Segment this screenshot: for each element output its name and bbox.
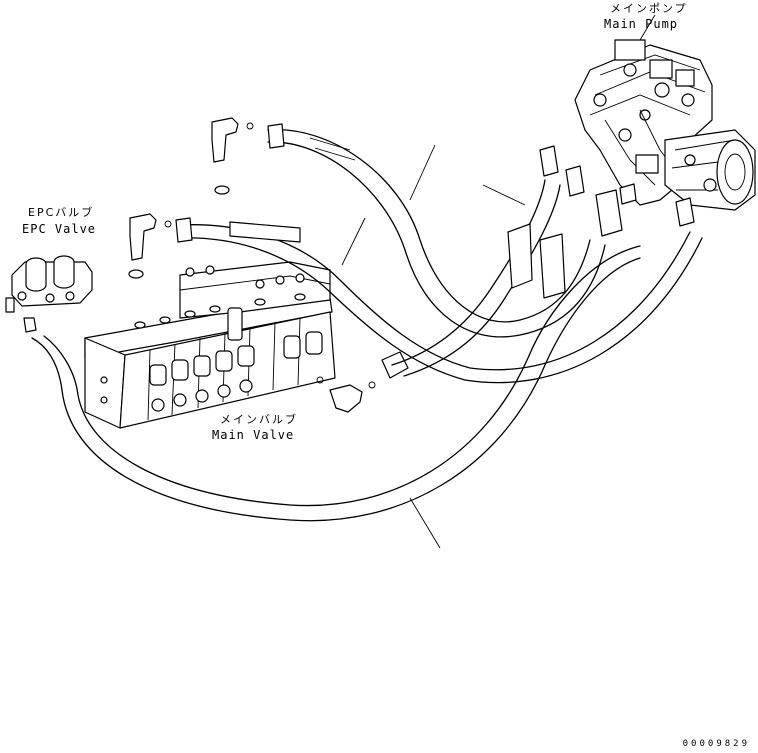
main-pump	[574, 39, 756, 211]
epc-valve	[5, 255, 93, 333]
epc-valve-label-en: EPC Valve	[22, 222, 97, 236]
leader-lines	[341, 14, 656, 549]
main-valve-label-en: Main Valve	[212, 428, 295, 442]
document-number: 00009829	[682, 739, 750, 749]
epc-valve-label-jp: EPCバルブ	[28, 206, 95, 219]
main-pump-label-en: Main Pump	[604, 17, 679, 31]
main-valve-label-jp: メインバルブ	[220, 413, 298, 426]
main-valve	[84, 261, 336, 429]
main-pump-label-jp: メインポンプ	[610, 2, 688, 15]
hoses	[31, 123, 703, 522]
fittings	[128, 117, 409, 413]
